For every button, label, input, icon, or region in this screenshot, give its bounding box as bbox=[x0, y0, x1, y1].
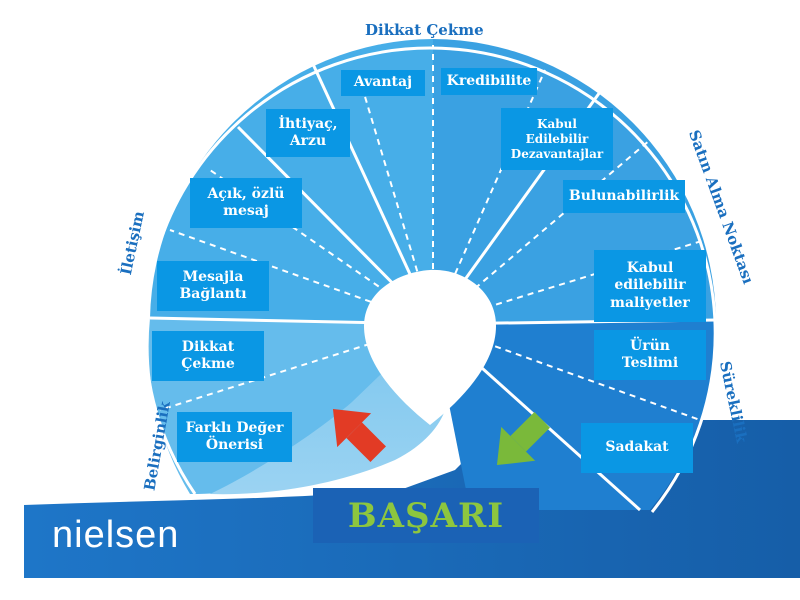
label-kabul-edilebilir-maliyetler: Kabul edilebilir maliyetler bbox=[594, 250, 706, 322]
category-dikkat-cekme: Dikkat Çekme bbox=[365, 21, 484, 39]
nielsen-logo: nielsen bbox=[52, 514, 179, 557]
label-kredibilite: Kredibilite bbox=[441, 68, 537, 95]
basari-label: BAŞARI bbox=[347, 495, 505, 536]
logo-dots bbox=[0, 0, 114, 4]
green-arrow bbox=[496, 412, 550, 466]
red-arrow bbox=[332, 408, 386, 462]
label-urun-teslimi: Ürün Teslimi bbox=[594, 330, 706, 380]
label-dikkat-cekme: Dikkat Çekme bbox=[152, 331, 264, 381]
label-kabul-edilebilir-dezavantajlar: Kabul Edilebilir Dezavantajlar bbox=[501, 108, 613, 170]
label-avantaj: Avantaj bbox=[341, 70, 425, 96]
label-bulunabilirlik: Bulunabilirlik bbox=[563, 180, 685, 213]
wheel-rim bbox=[143, 46, 717, 513]
sector-light-wedge bbox=[210, 324, 445, 495]
center-teardrop bbox=[364, 269, 496, 425]
label-acik-ozlu-mesaj: Açık, özlü mesaj bbox=[190, 178, 302, 228]
label-farkli-deger-onerisi: Farklı Değer Önerisi bbox=[177, 412, 292, 462]
label-ihtiyac-arzu: İhtiyaç, Arzu bbox=[266, 109, 350, 157]
basari-center-box: BAŞARI bbox=[313, 488, 539, 543]
label-mesajla-baglanti: Mesajla Bağlantı bbox=[157, 261, 269, 311]
nielsen-logo-text: nielsen bbox=[52, 514, 180, 556]
label-sadakat: Sadakat bbox=[581, 423, 693, 473]
